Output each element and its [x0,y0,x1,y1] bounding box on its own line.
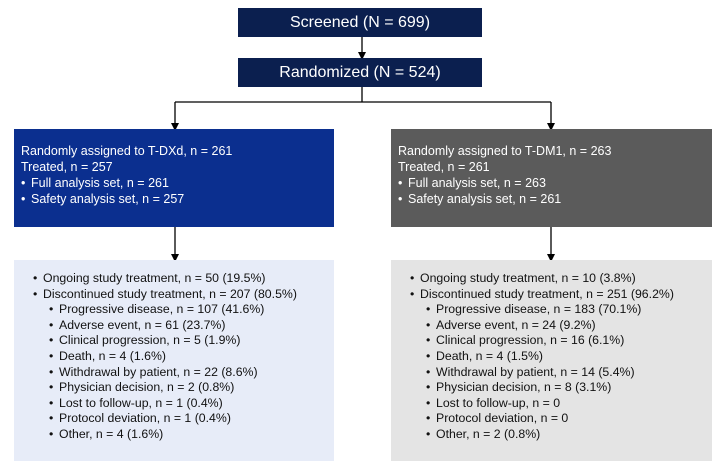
tdm1-treated-text: Treated, n = 261 [398,160,490,174]
tdm1-reason-item: • Withdrawal by patient, n = 14 (5.4%) [410,365,706,381]
tdm1-reason-item: • Death, n = 4 (1.5%) [410,349,706,365]
bullet: • [49,395,54,410]
tdxd-treated-text: Treated, n = 257 [21,160,113,174]
bullet: • [398,176,403,190]
tdxd-safety-analysis-text: Safety analysis set, n = 257 [31,192,185,206]
tdxd-full-analysis-item: • Full analysis set, n = 261 [21,175,327,191]
bullet: • [21,176,26,190]
tdm1-reason-item: • Other, n = 2 (0.8%) [410,427,706,443]
tdm1-reason-item: • Clinical progression, n = 16 (6.1%) [410,333,706,349]
tdm1-discontinued-text: Discontinued study treatment, n = 251 (9… [420,286,674,301]
bullet: • [426,364,431,379]
tdm1-reason-text: Other, n = 2 (0.8%) [436,426,541,441]
tdxd-reason-item: • Withdrawal by patient, n = 22 (8.6%) [33,365,328,381]
tdm1-ongoing-text: Ongoing study treatment, n = 10 (3.8%) [420,271,636,285]
bullet: • [49,411,54,426]
screened-box: Screened (N = 699) [238,8,482,37]
bullet: • [426,317,431,332]
tdxd-reason-item: • Protocol deviation, n = 1 (0.4%) [33,411,328,427]
bullet: • [49,364,54,379]
tdxd-reason-text: Lost to follow-up, n = 1 (0.4%) [59,395,223,410]
bullet: • [21,192,26,206]
tdxd-reason-item: • Death, n = 4 (1.6%) [33,349,328,365]
tdxd-reason-text: Protocol deviation, n = 1 (0.4%) [59,411,231,426]
bullet: • [426,348,431,363]
tdm1-reason-text: Withdrawal by patient, n = 14 (5.4%) [436,364,635,379]
tdm1-ongoing-item: • Ongoing study treatment, n = 10 (3.8%) [410,271,706,287]
tdxd-reason-item: • Other, n = 4 (1.6%) [33,427,328,443]
tdm1-reason-item: • Progressive disease, n = 183 (70.1%) [410,302,706,318]
tdxd-arm-box: Randomly assigned to T-DXd, n = 261 Trea… [14,129,334,227]
tdxd-reason-text: Progressive disease, n = 107 (41.6%) [59,302,265,317]
tdm1-reason-item: • Protocol deviation, n = 0 [410,411,706,427]
tdm1-reason-text: Protocol deviation, n = 0 [436,411,569,426]
tdxd-reason-text: Physician decision, n = 2 (0.8%) [59,380,235,395]
bullet: • [33,271,38,285]
bullet: • [33,286,38,301]
tdm1-safety-analysis-text: Safety analysis set, n = 261 [408,192,562,206]
randomized-label: Randomized (N = 524) [279,63,441,81]
tdxd-reason-text: Clinical progression, n = 5 (1.9%) [59,333,241,348]
bullet: • [410,271,415,285]
tdm1-reason-text: Clinical progression, n = 16 (6.1%) [436,333,625,348]
tdm1-reason-text: Lost to follow-up, n = 0 [436,395,561,410]
tdm1-reason-item: • Physician decision, n = 8 (3.1%) [410,380,706,396]
randomized-box: Randomized (N = 524) [238,58,482,87]
bullet: • [398,192,403,206]
screened-label: Screened (N = 699) [289,13,431,31]
bullet: • [49,317,54,332]
bullet: • [426,395,431,410]
bullet: • [426,380,431,395]
tdxd-assigned-text: Randomly assigned to T-DXd, n = 261 [21,144,233,158]
tdxd-reason-text: Death, n = 4 (1.6%) [59,348,166,363]
tdm1-reason-text: Death, n = 4 (1.5%) [436,348,543,363]
tdm1-arm-box: Randomly assigned to T-DM1, n = 263 Trea… [391,129,712,227]
tdm1-reason-text: Physician decision, n = 8 (3.1%) [436,380,612,395]
tdxd-reason-item: • Adverse event, n = 61 (23.7%) [33,318,328,334]
bullet: • [49,333,54,348]
tdxd-reason-item: • Physician decision, n = 2 (0.8%) [33,380,328,396]
tdxd-disposition-box: • Ongoing study treatment, n = 50 (19.5%)… [14,260,334,461]
tdm1-safety-analysis-item: • Safety analysis set, n = 261 [398,191,705,207]
tdxd-discontinued-item: • Discontinued study treatment, n = 207 (… [33,287,328,303]
tdm1-reason-item: • Lost to follow-up, n = 0 [410,396,706,412]
tdxd-reason-item: • Progressive disease, n = 107 (41.6%) [33,302,328,318]
tdxd-reason-item: • Lost to follow-up, n = 1 (0.4%) [33,396,328,412]
tdxd-reason-item: • Clinical progression, n = 5 (1.9%) [33,333,328,349]
tdm1-discontinued-item: • Discontinued study treatment, n = 251 (… [410,287,706,303]
bullet: • [426,411,431,426]
tdxd-reason-text: Withdrawal by patient, n = 22 (8.6%) [59,364,258,379]
bullet: • [426,333,431,348]
tdxd-safety-analysis-item: • Safety analysis set, n = 257 [21,191,327,207]
bullet: • [426,426,431,441]
bullet: • [49,380,54,395]
bullet: • [49,348,54,363]
tdxd-full-analysis-text: Full analysis set, n = 261 [31,176,169,190]
tdxd-ongoing-text: Ongoing study treatment, n = 50 (19.5%) [43,271,266,285]
tdm1-disposition-box: •Ongoing study treatment, n = 10 (3.8%) … [391,260,712,461]
tdxd-discontinued-text: Discontinued study treatment, n = 207 (8… [43,286,297,301]
bullet: • [49,302,54,317]
tdm1-reason-text: Progressive disease, n = 183 (70.1%) [436,302,642,317]
tdxd-ongoing-item: • Ongoing study treatment, n = 50 (19.5%) [33,271,328,287]
tdm1-full-analysis-text: Full analysis set, n = 263 [408,176,546,190]
tdm1-full-analysis-item: • Full analysis set, n = 263 [398,175,705,191]
tdm1-reason-item: • Adverse event, n = 24 (9.2%) [410,318,706,334]
tdm1-reason-text: Adverse event, n = 24 (9.2%) [436,317,596,332]
bullet: • [49,426,54,441]
bullet: • [410,286,415,301]
tdxd-reason-text: Adverse event, n = 61 (23.7%) [59,317,226,332]
bullet: • [426,302,431,317]
tdxd-reason-text: Other, n = 4 (1.6%) [59,426,164,441]
tdm1-assigned-text: Randomly assigned to T-DM1, n = 263 [398,144,612,158]
